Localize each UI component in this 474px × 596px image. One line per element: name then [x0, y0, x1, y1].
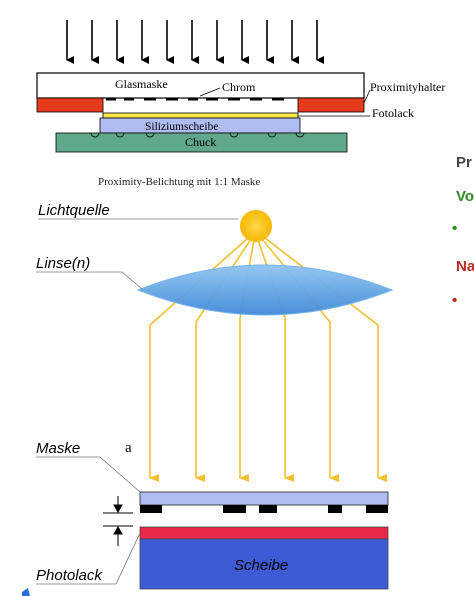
photolack-label: Photolack: [36, 567, 103, 584]
lens: [136, 264, 394, 316]
siliziumscheibe-label: Siliziumscheibe: [145, 121, 218, 133]
mask-plate: [139, 491, 389, 506]
fotolack-layer: [102, 112, 299, 119]
side-bullet-2: •: [452, 292, 458, 309]
glasmaske-label: Glasmaske: [115, 77, 168, 91]
light-source: [240, 210, 272, 242]
mask-chrome: [140, 505, 388, 513]
scheibe-label: Scheibe: [234, 557, 288, 574]
proximity-caption: Proximity-Belichtung mit 1:1 Maske: [98, 176, 260, 188]
corner-mark-icon: [22, 588, 30, 596]
side-nachteile: Na: [456, 258, 474, 275]
chuck-label: Chuck: [185, 135, 216, 149]
photolack-leader: [36, 532, 141, 585]
fotolack-label: Fotolack: [372, 106, 414, 120]
linse-label: Linse(n): [36, 255, 90, 272]
maske-label: Maske: [36, 440, 80, 457]
side-bullet-1: •: [452, 220, 458, 237]
annotation-a: a: [125, 440, 132, 456]
proximity-holder-right: [297, 97, 365, 113]
linse-leader: [36, 271, 143, 290]
chrom-label: Chrom: [222, 80, 256, 94]
exposure-arrows: [66, 20, 324, 64]
chrome-pattern: [106, 98, 284, 101]
vacuum-holes: [90, 132, 305, 138]
chrom-leader: [199, 87, 221, 97]
lichtquelle-label: Lichtquelle: [38, 202, 110, 219]
side-vorteile: Vo: [456, 188, 474, 205]
maske-leader: [36, 456, 141, 493]
glass-mask: [36, 72, 365, 99]
proximityhalter-leader: [363, 89, 371, 104]
side-title: Pr: [456, 154, 472, 171]
proximity-diagram: Glasmaske Chrom Proximityhalter Fotolack…: [36, 20, 445, 188]
lens-diagram: Lichtquelle Linse(n) Maske a: [36, 202, 394, 590]
chuck: [55, 132, 348, 153]
photoresist-layer: [139, 526, 389, 540]
wafer: [139, 538, 389, 590]
proximityhalter-label: Proximityhalter: [370, 80, 445, 94]
proximity-holder-left: [36, 97, 104, 113]
gap-dimension: [103, 496, 133, 546]
